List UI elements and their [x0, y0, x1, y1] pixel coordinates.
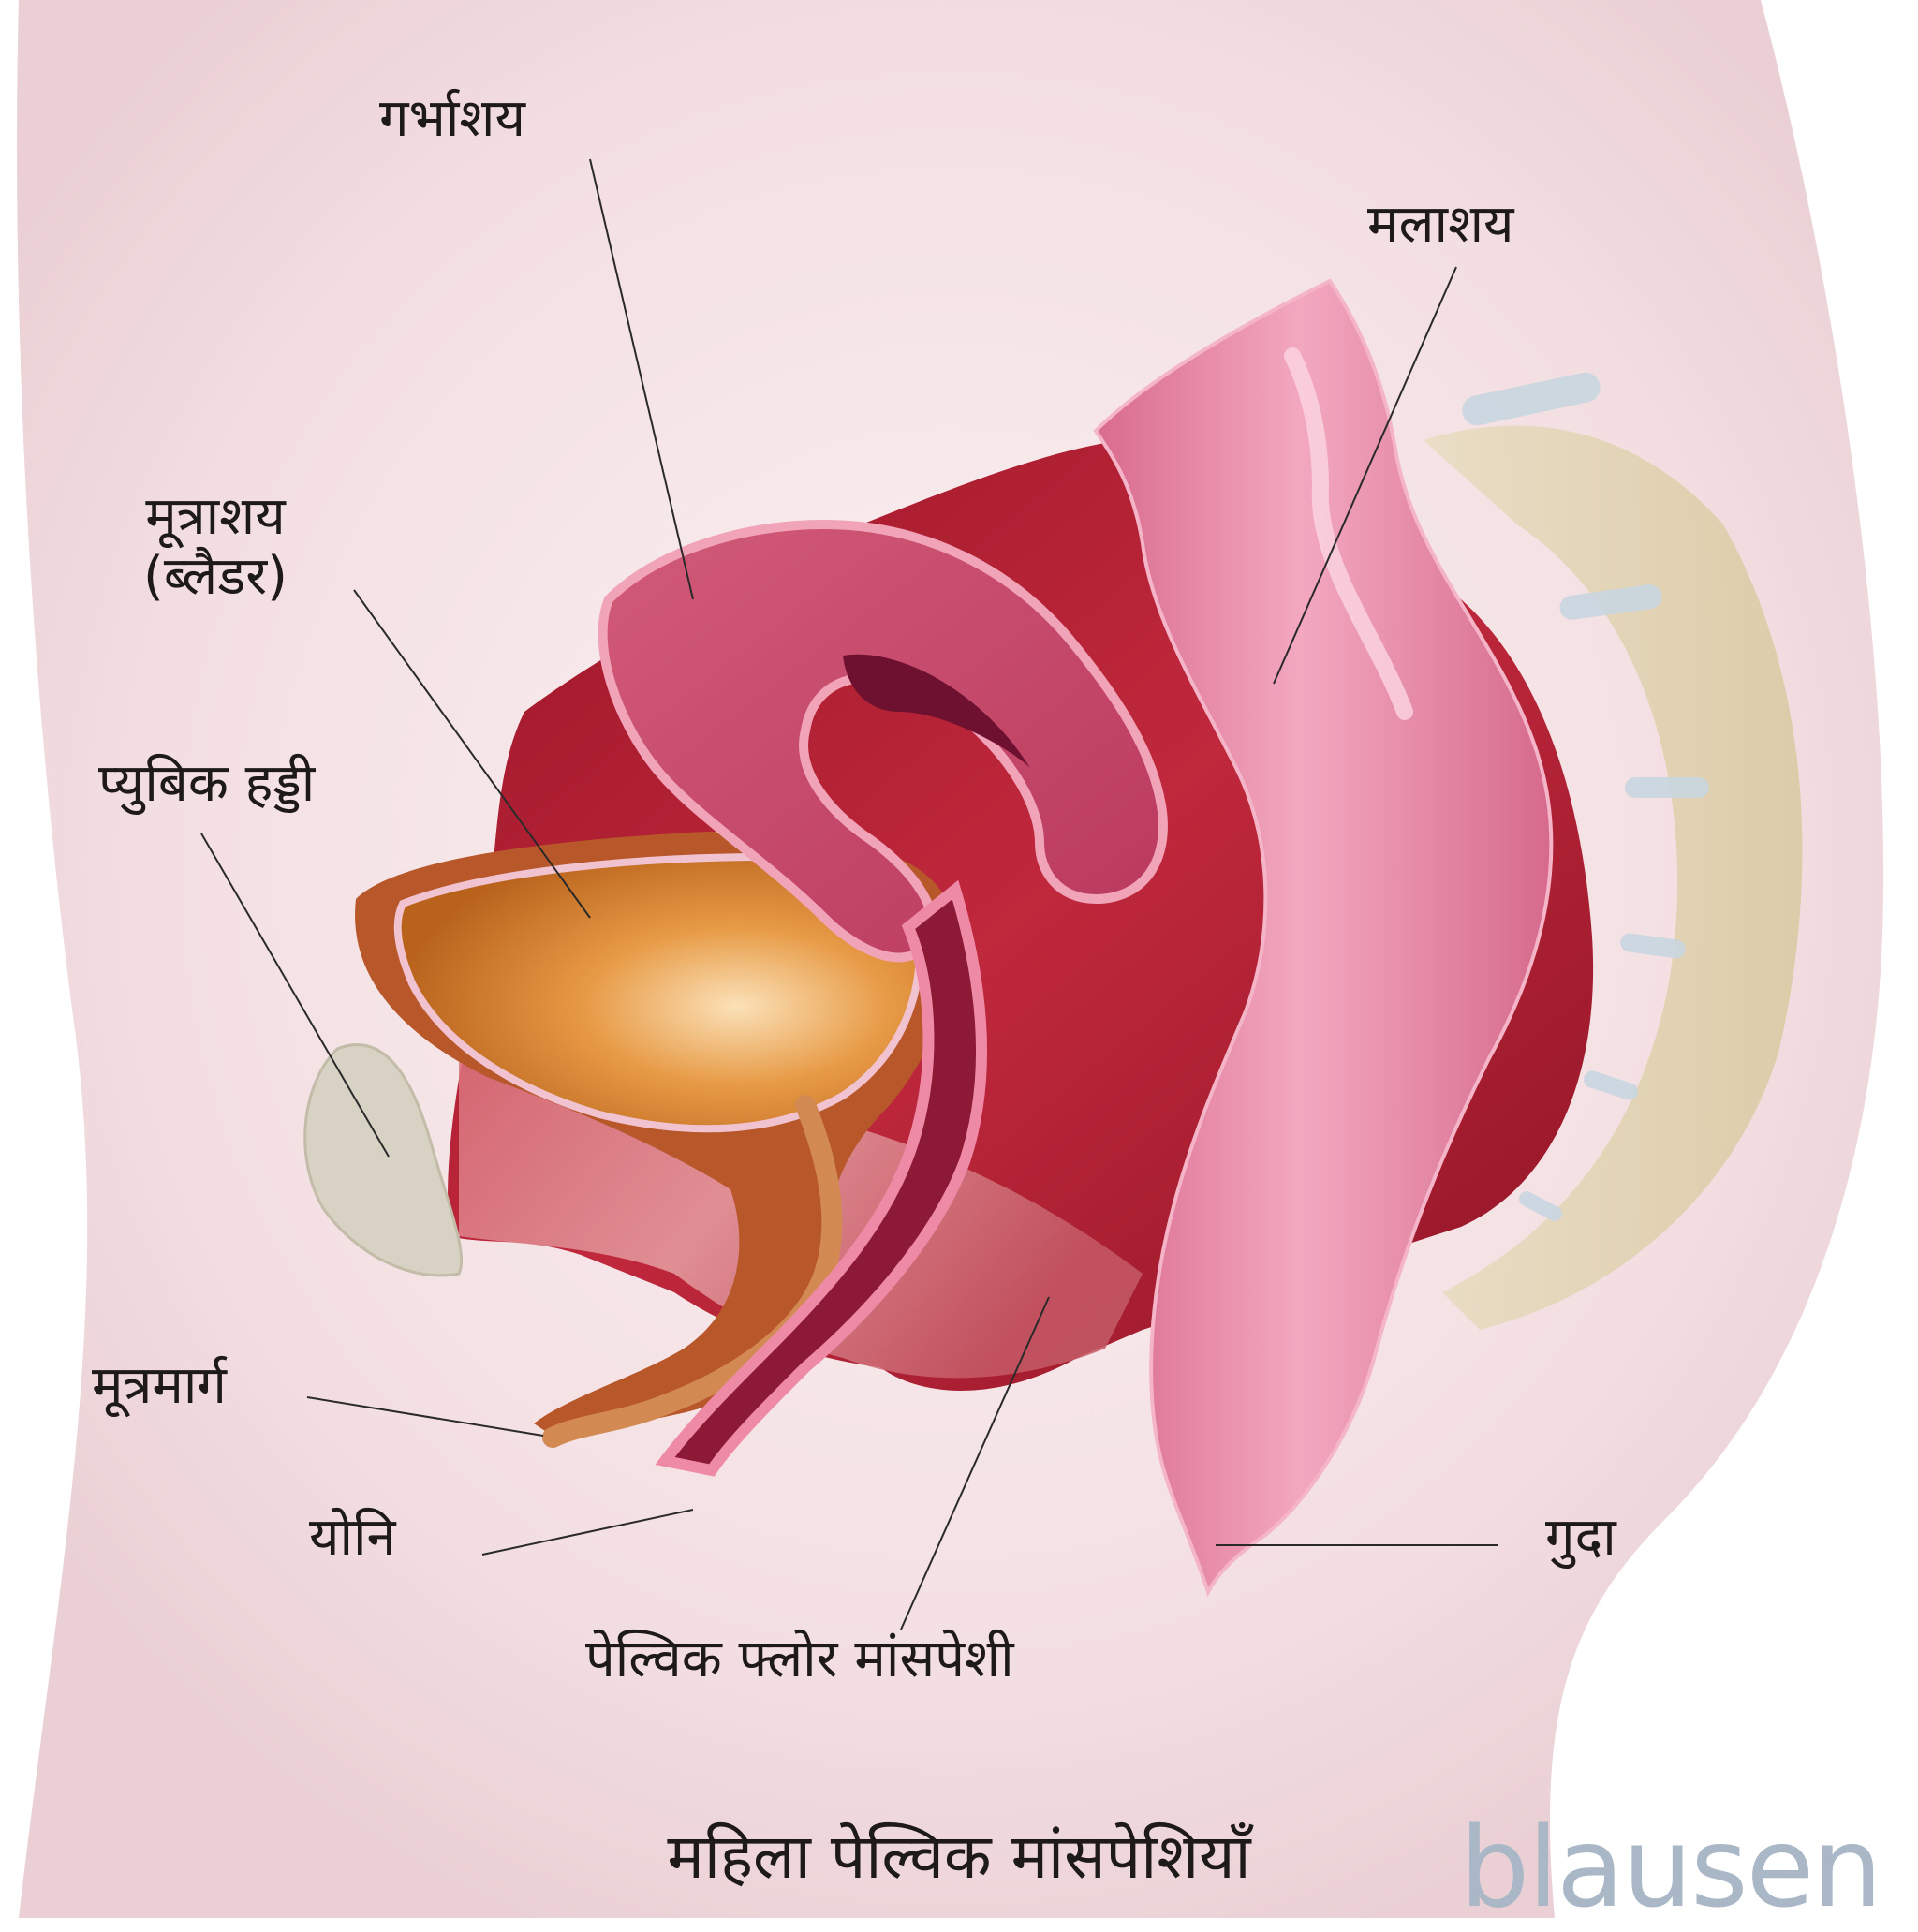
- label-bladder-line1: मूत्राशय: [145, 486, 286, 547]
- leader-vagina: [481, 1509, 694, 1556]
- sacrum-shape: [1424, 425, 1803, 1330]
- leader-rectum: [1273, 266, 1457, 685]
- figure-caption: महिला पेल्विक मांसपेशियाँ: [667, 1821, 1251, 1893]
- leader-uterus: [589, 158, 694, 600]
- brand-logo: blausen: [1459, 1803, 1882, 1932]
- leader-urethra: [306, 1396, 544, 1437]
- label-uterus: गर्भाशय: [379, 88, 525, 149]
- rectum: [1093, 278, 1554, 1598]
- leader-bladder: [353, 589, 591, 919]
- spine-discs: [1462, 372, 1709, 1221]
- pubic-bone: [303, 1043, 464, 1277]
- leader-pelvic-floor: [900, 1296, 1050, 1630]
- bladder: [393, 852, 923, 1133]
- vagina-wall: [655, 879, 988, 1477]
- label-rectum: मलाशय: [1367, 194, 1514, 255]
- label-bladder-line2: (ब्लैडर): [143, 546, 288, 608]
- label-vagina: योनि: [309, 1507, 396, 1568]
- leader-lines: [200, 158, 1498, 1630]
- label-anus: गुदा: [1545, 1507, 1616, 1568]
- label-pubic-bone: प्युबिक हड्डी: [98, 753, 316, 814]
- label-urethra: मूत्रमार्ग: [92, 1355, 227, 1416]
- label-pelvic-floor: पेल्विक फ्लोर मांसपेशी: [585, 1629, 1014, 1689]
- leader-pubic-bone: [200, 833, 390, 1158]
- label-bladder: मूत्राशय (ब्लैडर): [112, 486, 318, 608]
- uterus-cavity: [843, 654, 1030, 768]
- rectum-highlight: [1284, 347, 1413, 720]
